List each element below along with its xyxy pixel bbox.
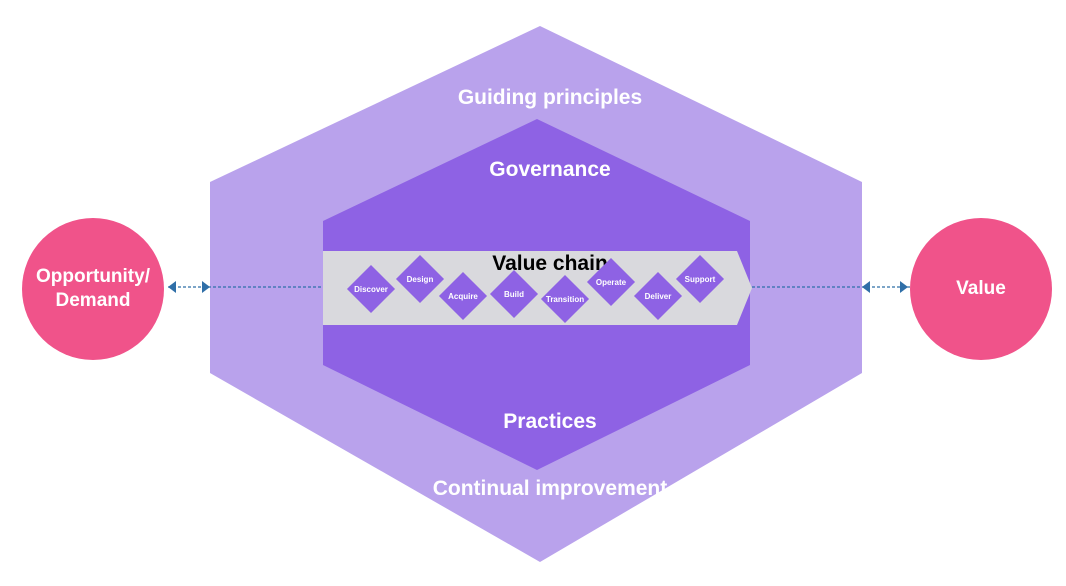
step-discover: Discover [345,263,397,315]
value-label: Value [956,278,1006,299]
step-label: Transition [545,294,585,304]
value-chain-title: Value chain [492,252,608,275]
step-label: Operate [595,277,627,287]
opportunity-demand-circle [22,218,164,360]
practices-label: Practices [503,410,597,433]
step-label: Design [406,274,434,284]
step-label: Build [504,289,524,299]
right-connector-arrow-left [862,281,870,293]
left-connector-arrow-right [202,281,210,293]
step-label: Support [684,274,716,284]
step-label: Deliver [644,291,672,301]
step-support: Support [674,253,726,305]
left-connector-arrow-left [168,281,176,293]
continual-improvement-label: Continual improvement [432,477,668,500]
guiding-principles-label: Guiding principles [457,86,643,109]
step-operate: Operate [585,256,637,308]
step-deliver: Deliver [632,270,684,322]
step-acquire: Acquire [437,270,489,322]
step-transition: Transition [539,273,591,325]
governance-label: Governance [489,158,611,181]
step-label: Acquire [448,291,478,301]
right-connector-arrow-right [900,281,908,293]
step-build: Build [488,268,540,320]
step-label: Discover [354,284,388,294]
opportunity-demand-label: Opportunity/ Demand [36,266,150,311]
step-design: Design [394,253,446,305]
value-circle [910,218,1052,360]
